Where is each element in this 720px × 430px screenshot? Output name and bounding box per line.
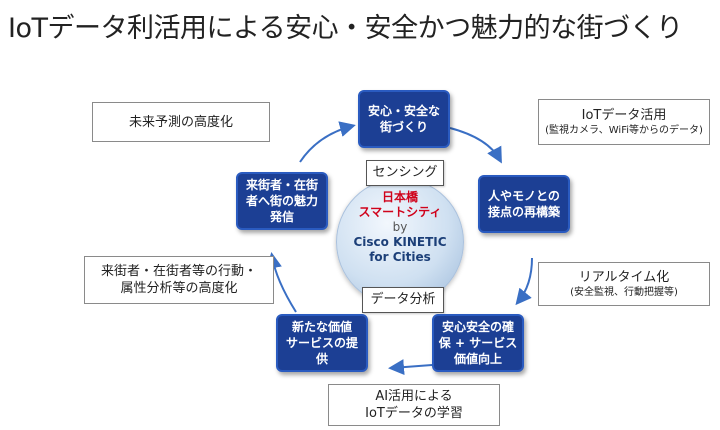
desc-ai-learning: AI活用による IoTデータの学習 [328,384,500,426]
node-safe-town: 安心・安全な 街づくり [358,90,450,148]
arrow-right [515,257,533,306]
desc-behavior: 来街者・在街者等の行動・ 属性分析等の高度化 [84,256,274,304]
center-line-1: 日本橋 [381,190,418,204]
sensing-label: センシング [366,160,444,186]
desc-iot-use: IoTデータ活用 (監視カメラ、WiFi等からのデータ) [538,99,710,145]
desc-realtime-text: リアルタイム化 [578,269,670,285]
desc-iot-use-sub: (監視カメラ、WiFi等からのデータ) [545,124,703,136]
center-line-2: スマートシティ [358,205,442,219]
node-people-things-label: 人やモノとの 接点の再構築 [487,189,560,219]
node-appeal: 来街者・在街 者へ街の魅力 発信 [236,172,328,230]
page-title: IoTデータ利活用による安心・安全かつ魅力的な街づくり [8,13,683,44]
center-line-3: by [392,220,408,234]
desc-future: 未来予測の高度化 [92,102,270,142]
desc-future-text: 未来予測の高度化 [128,114,233,130]
node-safety-service: 安心安全の確 保 + サービス 価値向上 [432,314,524,372]
node-new-value: 新たな価値 サービスの提 供 [276,314,368,372]
desc-iot-use-text: IoTデータ活用 [581,107,667,123]
arrow-left [266,252,297,313]
desc-realtime-sub: (安全監視、行動把握等) [570,286,678,298]
desc-behavior-text: 来街者・在街者等の行動・ 属性分析等の高度化 [100,264,257,296]
node-safe-town-label: 安心・安全な 街づくり [367,104,440,134]
desc-realtime: リアルタイム化 (安全監視、行動把握等) [538,262,710,306]
center-label: 日本橋 スマートシティ by Cisco KINETIC for Cities [340,190,460,265]
node-new-value-label: 新たな価値 サービスの提 供 [285,320,358,366]
node-people-things: 人やモノとの 接点の再構築 [478,175,570,233]
arrow-bottom [388,359,433,376]
center-line-5: for Cities [369,250,431,264]
desc-ai-learning-text: AI活用による IoTデータの学習 [365,389,463,421]
analysis-label: データ分析 [362,287,444,313]
node-safety-service-label: 安心安全の確 保 + サービス 価値向上 [438,320,518,366]
arrow-top-left [299,121,356,163]
center-line-4: Cisco KINETIC [353,235,447,249]
node-appeal-label: 来街者・在街 者へ街の魅力 発信 [245,178,318,224]
arrow-top-right [449,127,502,164]
